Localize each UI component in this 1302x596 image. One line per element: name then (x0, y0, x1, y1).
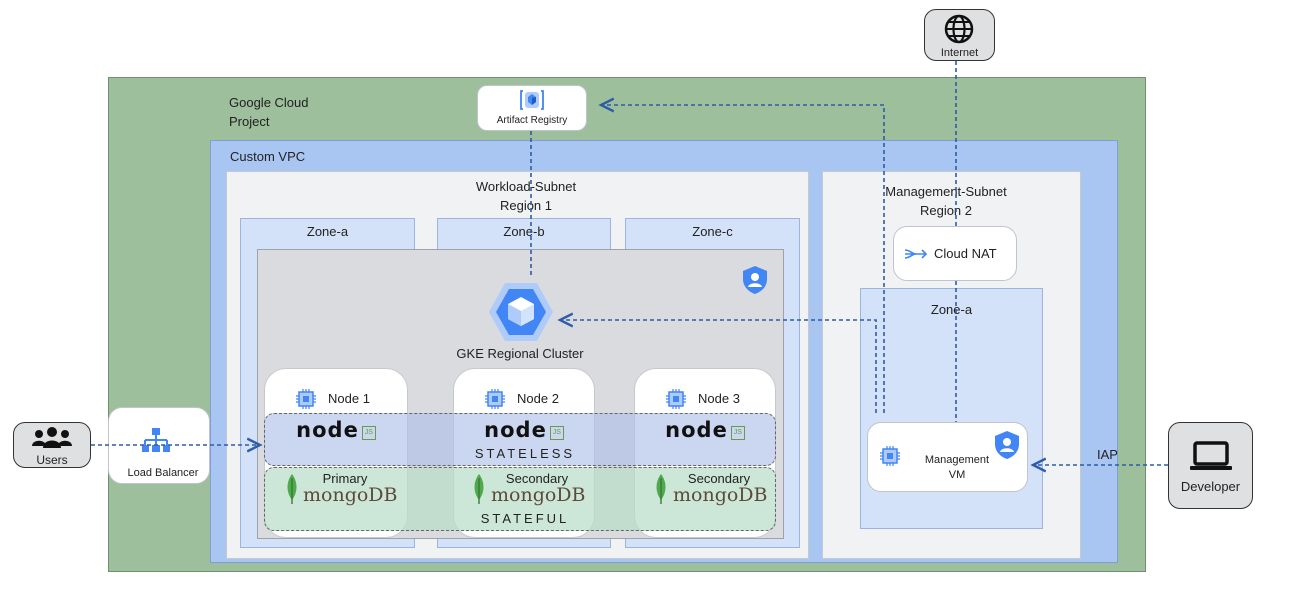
compute-chip-icon (295, 388, 317, 410)
artifact-registry-icon (519, 88, 545, 112)
artifact-registry-label: Artifact Registry (496, 115, 568, 126)
gke-cluster-label: GKE Regional Cluster (456, 346, 584, 361)
iap-label: IAP (1097, 447, 1118, 462)
load-balancer-icon (141, 427, 171, 455)
laptop-icon (1189, 440, 1233, 472)
custom-vpc-label: Custom VPC (230, 149, 306, 164)
mongodb-wordmark: mongoDB (673, 484, 768, 506)
compute-chip-icon (484, 388, 506, 410)
node-2-label: Node 2 (517, 391, 559, 406)
gke-hexagon-icon (488, 281, 554, 343)
security-shield-icon (994, 430, 1020, 460)
node-1-label: Node 1 (328, 391, 370, 406)
zone-a-label: Zone-a (306, 224, 349, 239)
db-role-secondary-label: Secondary (687, 471, 751, 486)
internet-label: Internet (940, 47, 979, 59)
management-subnet-label: Management-Subnet Region 2 (885, 184, 1007, 218)
compute-chip-icon (665, 388, 687, 410)
load-balancer-label: Load Balancer (127, 467, 199, 479)
security-shield-icon (742, 265, 768, 295)
vm-to-artifact-registry-line (601, 105, 885, 413)
mongodb-leaf-icon (285, 474, 299, 504)
stateful-label: STATEFUL (480, 511, 570, 526)
db-role-primary-label: Primary (322, 471, 368, 486)
cloud-nat-node (893, 226, 1017, 281)
compute-chip-icon (879, 445, 901, 467)
mongodb-wordmark: mongoDB (303, 484, 398, 506)
management-vm-label: Management VM (924, 454, 990, 481)
db-role-secondary-label: Secondary (505, 471, 569, 486)
mongodb-wordmark: mongoDB (491, 484, 586, 506)
zone-c-label: Zone-c (692, 224, 733, 239)
node-3-label: Node 3 (698, 391, 740, 406)
stateful-tier-band (264, 467, 776, 531)
stateless-label: STATELESS (474, 446, 576, 461)
mgmt-zone-a-label: Zone-a (930, 302, 973, 317)
mongodb-leaf-icon (654, 474, 668, 504)
stateless-tier-band (264, 413, 776, 466)
users-group-icon (30, 426, 74, 452)
globe-icon (944, 14, 974, 44)
gcp-project-label: Google Cloud Project (229, 95, 309, 129)
mongodb-leaf-icon (472, 474, 486, 504)
developer-label: Developer (1180, 479, 1241, 494)
vm-to-gke-line (560, 320, 877, 413)
zone-b-label: Zone-b (503, 224, 545, 239)
cloud-nat-label: Cloud NAT (934, 246, 997, 261)
users-label: Users (36, 453, 68, 467)
cloud-nat-icon (902, 242, 928, 266)
